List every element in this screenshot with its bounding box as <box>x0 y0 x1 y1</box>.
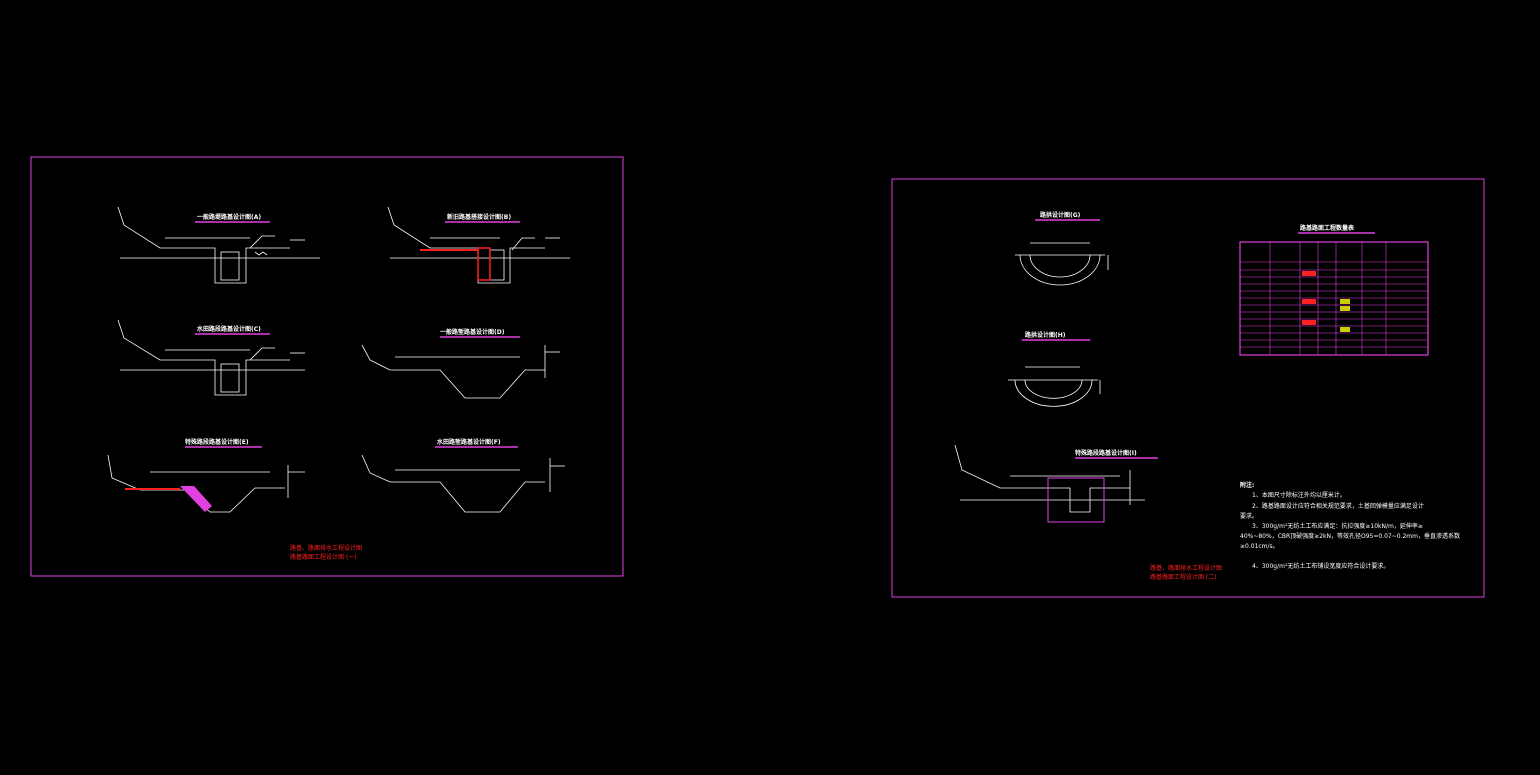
notes-block: 附注: 1、本图尺寸除标注外均以厘米计。 2、路基路面设计应符合相关规范要求，土… <box>1240 481 1460 570</box>
note-2: 2、路基路面设计应符合相关规范要求，土基回弹模量应满足设计 <box>1252 502 1424 510</box>
note-3: 3、300g/m²无纺土工布应满足：抗拉强度≥10kN/m，延伸率≥ <box>1252 522 1423 530</box>
cross-section-i <box>954 444 1145 513</box>
note-3-cont-1: 40%~80%，CBR顶破强度≥2kN，等效孔径O95=0.07~0.2mm，垂… <box>1240 532 1460 540</box>
left-footer-line-1: 路基、路面排水工程设计图 <box>290 544 362 552</box>
right-sheet-frame <box>891 178 1485 598</box>
arch-section-h <box>1008 366 1101 407</box>
note-3-cont-2: ≥0.01cm/s。 <box>1240 543 1279 550</box>
title-i: 特殊路段路基设计图(I) <box>1075 449 1137 457</box>
note-4: 4、300g/m²无纺土工布铺设宽度应符合设计要求。 <box>1252 562 1389 570</box>
title-f: 水田路堑路基设计图(F) <box>437 438 501 446</box>
title-a: 一般路堤路基设计图(A) <box>197 213 261 221</box>
cross-section-c <box>117 319 305 396</box>
magenta-fill-e <box>180 486 212 512</box>
note-1: 1、本图尺寸除标注外均以厘米计。 <box>1252 491 1346 499</box>
quantity-table <box>1239 241 1429 356</box>
note-2-cont: 要求。 <box>1240 512 1258 520</box>
table-title: 路基路面工程数量表 <box>1300 224 1355 232</box>
notes-heading: 附注: <box>1240 481 1254 489</box>
left-footer-line-2: 路基路面工程设计图 (一) <box>290 553 357 561</box>
cross-section-a <box>117 206 320 284</box>
title-d: 一般路堑路基设计图(D) <box>440 328 505 336</box>
title-g: 路拱设计图(G) <box>1040 211 1081 219</box>
red-block-b <box>477 247 491 281</box>
title-e: 特殊路段路基设计图(E) <box>185 438 249 446</box>
cross-section-f <box>361 454 565 513</box>
title-c: 水田路段路基设计图(C) <box>197 325 261 333</box>
title-b: 新旧路基搭接设计图(B) <box>447 213 511 221</box>
right-sheet: 路拱设计图(G) 路拱设计图(H) 特殊路段路基设计图(I) <box>891 178 1485 598</box>
cross-section-d <box>361 344 560 399</box>
left-sheet: 一般路堤路基设计图(A) 新旧路基搭接设计图(B) 水田路段路基设计图(C) <box>30 156 624 577</box>
title-h: 路拱设计图(H) <box>1025 331 1066 339</box>
right-footer-line-1: 路基、路面排水工程设计图 <box>1150 564 1222 572</box>
arch-section-g <box>1015 242 1109 286</box>
left-sheet-frame <box>30 156 624 577</box>
magenta-box-i <box>1047 477 1105 523</box>
right-footer-line-2: 路基路面工程设计图 (二) <box>1150 573 1217 581</box>
